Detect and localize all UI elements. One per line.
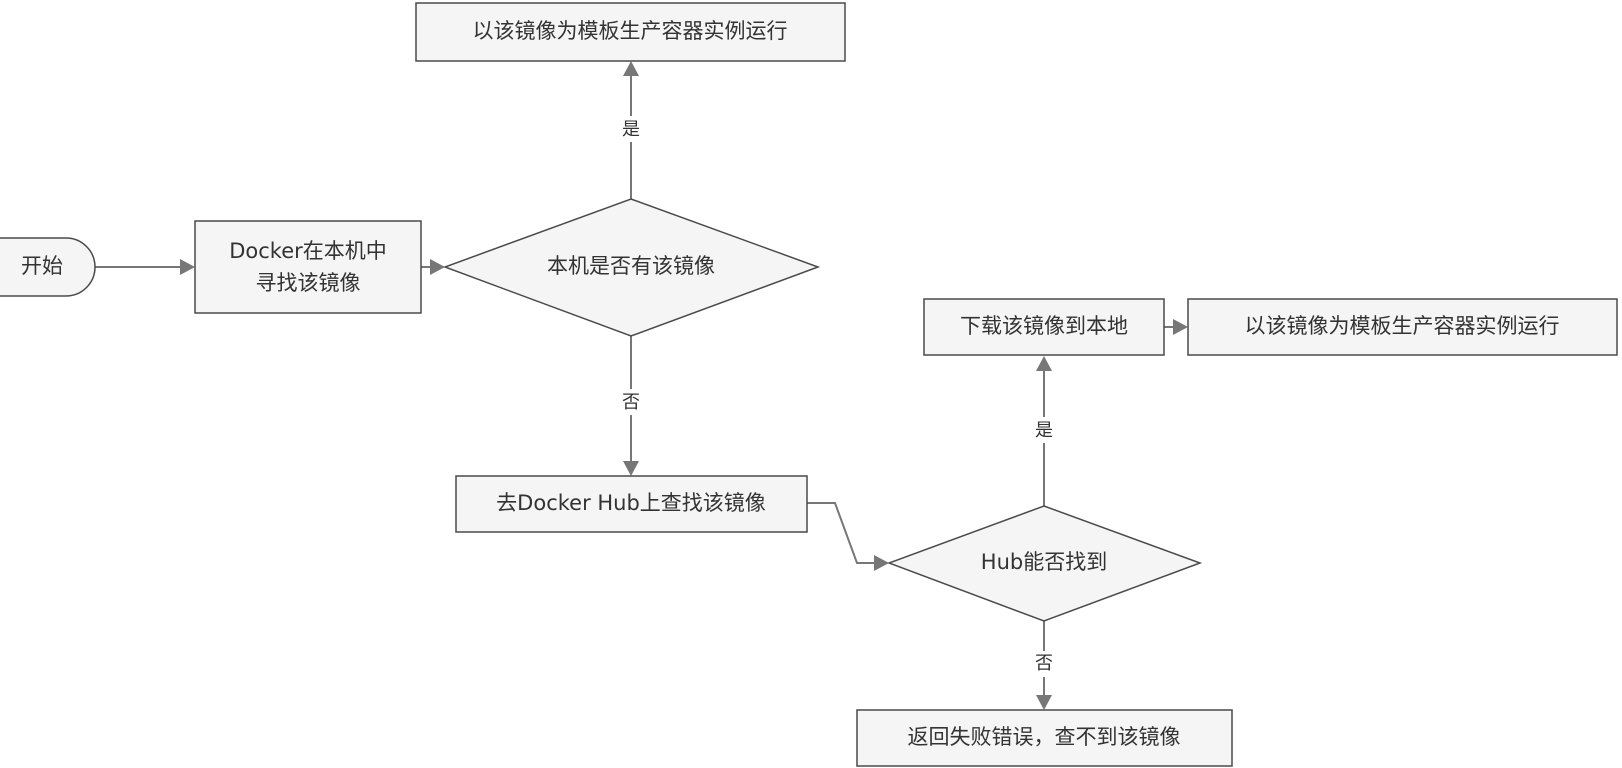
error-node: 返回失败错误，查不到该镜像 [856, 709, 1233, 767]
start-label: 开始 [21, 254, 63, 278]
edge-download-to-run-right [1164, 319, 1188, 335]
run-container-top-label: 以该镜像为模板生产容器实例运行 [473, 19, 788, 43]
run-container-right-node: 以该镜像为模板生产容器实例运行 [1187, 298, 1618, 356]
error-label: 返回失败错误，查不到该镜像 [908, 725, 1181, 749]
decision-local-label: 本机是否有该镜像 [547, 254, 715, 278]
search-local-label-line2: 寻找该镜像 [256, 271, 361, 295]
edge-label-local-yes: 是 [622, 119, 640, 140]
decision-hub-node: Hub能否找到 [886, 505, 1203, 622]
start-node: 开始 [0, 237, 96, 297]
edge-label-hub-yes-group: 是 [1032, 417, 1056, 443]
edge-search-hub-to-decision-hub [807, 502, 889, 571]
edge-label-local-yes-group: 是 [619, 116, 643, 142]
edge-label-local-no: 否 [622, 392, 640, 413]
edge-label-hub-yes: 是 [1035, 420, 1053, 441]
download-node: 下载该镜像到本地 [923, 298, 1165, 356]
run-container-top-node: 以该镜像为模板生产容器实例运行 [415, 2, 846, 62]
edge-label-hub-no: 否 [1035, 653, 1053, 674]
decision-local-node: 本机是否有该镜像 [442, 198, 821, 337]
edge-label-hub-no-group: 否 [1032, 651, 1056, 677]
edge-label-local-no-group: 否 [619, 389, 643, 415]
edge-start-to-search-local [95, 259, 195, 275]
run-container-right-label: 以该镜像为模板生产容器实例运行 [1245, 314, 1560, 338]
search-hub-label: 去Docker Hub上查找该镜像 [496, 491, 766, 515]
search-local-label-line1: Docker在本机中 [229, 239, 387, 263]
decision-hub-label: Hub能否找到 [981, 550, 1107, 574]
edge-search-local-to-decision [421, 259, 445, 275]
search-local-node: Docker在本机中 寻找该镜像 [194, 220, 422, 314]
download-label: 下载该镜像到本地 [960, 314, 1128, 338]
search-hub-node: 去Docker Hub上查找该镜像 [455, 475, 808, 533]
